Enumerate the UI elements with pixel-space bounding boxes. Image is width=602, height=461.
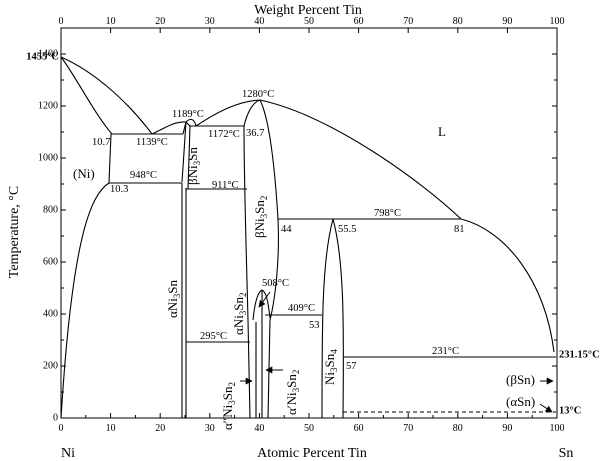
- x-tick-label: 0: [59, 423, 64, 434]
- right-element-label: Sn: [559, 446, 574, 461]
- y-tick-label: 400: [43, 308, 58, 319]
- comp-55-5: 55.5: [338, 224, 356, 235]
- liquidus-ni-side: [60, 56, 153, 135]
- phase-liquid: L: [438, 124, 446, 139]
- y-tick-label: 1200: [38, 100, 58, 111]
- x-tick-label: 10: [106, 423, 116, 434]
- y-tick-label: 200: [43, 360, 58, 371]
- phase-alpha-ni3sn: αNi3Sn: [165, 279, 182, 318]
- phase-alpha-sn: (αSn): [506, 394, 535, 409]
- y-tick-label: 1000: [38, 152, 58, 163]
- label-1280: 1280°C: [242, 89, 274, 100]
- liquidus-to-max: [195, 99, 261, 127]
- liquidus-sn-tail: [460, 218, 555, 353]
- phase-boundaries: [60, 56, 556, 419]
- label-295: 295°C: [200, 331, 227, 342]
- top-tick-label: 90: [502, 16, 512, 27]
- phase-beta-sn: (βSn): [506, 372, 535, 387]
- x-tick-label: 80: [453, 423, 463, 434]
- liquidus-to-ni3sn: [151, 121, 187, 135]
- top-tick-label: 0: [59, 16, 64, 27]
- x-tick-label: 60: [354, 423, 364, 434]
- label-sn-melt: 231.15°C: [559, 349, 600, 360]
- label-231: 231°C: [432, 346, 459, 357]
- comp-10-3: 10.3: [110, 184, 128, 195]
- left-element-label: Ni: [61, 446, 75, 461]
- y-tick-label: 1400: [38, 48, 58, 59]
- x-tick-label: 100: [550, 423, 565, 434]
- comp-36-7: 36.7: [246, 128, 264, 139]
- label-508: 508°C: [262, 278, 289, 289]
- bottom-axis-title: Atomic Percent Tin: [257, 446, 367, 461]
- x-tick-label: 20: [155, 423, 165, 434]
- comp-57: 57: [346, 361, 357, 372]
- y-tick-label: 0: [53, 412, 58, 423]
- phase-beta-ni3sn2: βNi3Sn2: [252, 196, 269, 238]
- label-arrows: [240, 291, 554, 413]
- phase-alpha2-ni3sn2: α″Ni3Sn2: [220, 382, 237, 430]
- comp-10-7: 10.7: [92, 137, 110, 148]
- label-1189: 1189°C: [172, 109, 204, 120]
- ni-solvus: [60, 133, 112, 419]
- phase-ni: (Ni): [73, 166, 95, 181]
- top-tick-label: 80: [453, 16, 463, 27]
- y-tick-label: 600: [43, 256, 58, 267]
- y-tick-label: 800: [43, 204, 58, 215]
- label-1139: 1139°C: [136, 137, 168, 148]
- x-tick-label: 40: [254, 423, 264, 434]
- phase-alpha-ni3sn2: αNi3Sn2: [231, 292, 248, 335]
- top-tick-label: 50: [304, 16, 314, 27]
- label-911: 911°C: [212, 180, 239, 191]
- label-1172: 1172°C: [208, 129, 240, 140]
- comp-81: 81: [454, 224, 465, 235]
- x-tick-label: 90: [502, 423, 512, 434]
- top-tick-label: 70: [403, 16, 413, 27]
- label-13c: 13°C: [559, 405, 581, 416]
- top-tick-label: 30: [205, 16, 215, 27]
- x-tick-label: 70: [403, 423, 413, 434]
- phase-beta-ni3sn: βNi3Sn: [185, 147, 202, 185]
- label-409: 409°C: [288, 303, 315, 314]
- arrow-508: [258, 291, 271, 308]
- comp-44: 44: [281, 224, 292, 235]
- top-tick-label: 40: [254, 16, 264, 27]
- top-tick-label: 20: [155, 16, 165, 27]
- top-tick-label: 100: [550, 16, 565, 27]
- liquidus-ni3sn-to-1172: [185, 118, 197, 127]
- ni3sn2-top-left: [243, 99, 261, 127]
- phase-ni3sn4: Ni3Sn4: [322, 349, 339, 385]
- x-tick-label: 30: [205, 423, 215, 434]
- solidus-ni-side: [60, 56, 113, 135]
- label-ni-melt: 1455°C: [26, 51, 59, 62]
- tick-marks: [60, 28, 558, 419]
- top-axis-title: Weight Percent Tin: [254, 3, 362, 18]
- arrow-alpha-sn: [539, 403, 553, 413]
- ni3sn2-left: [243, 125, 251, 419]
- label-798: 798°C: [374, 208, 401, 219]
- x-tick-label: 50: [304, 423, 314, 434]
- comp-53: 53: [309, 320, 320, 331]
- plot-frame: [60, 27, 558, 419]
- top-tick-label: 60: [354, 16, 364, 27]
- top-tick-label: 10: [106, 16, 116, 27]
- label-948: 948°C: [130, 170, 157, 181]
- ni3sn4: [321, 218, 344, 419]
- y-axis-title: Temperature, °C: [7, 186, 22, 278]
- liquidus-to-sn: [259, 99, 462, 220]
- phase-alpha1-ni3sn2: α′Ni3Sn2: [284, 370, 301, 415]
